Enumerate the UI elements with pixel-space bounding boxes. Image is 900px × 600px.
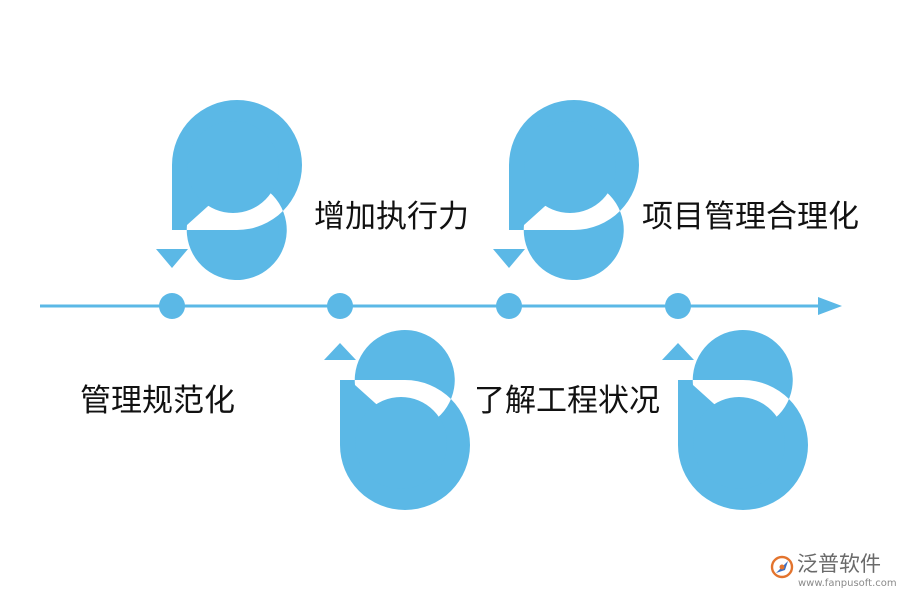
p-arrow-down-icon	[156, 100, 302, 280]
step-label: 项目管理合理化	[642, 199, 859, 235]
timeline-arrowhead	[818, 297, 842, 315]
watermark-logo: 泛普软件 www.fanpusoft.com	[768, 552, 897, 593]
b-arrow-up-icon	[662, 330, 808, 510]
step-label: 管理规范化	[80, 383, 235, 419]
timeline-node	[665, 293, 691, 319]
p-arrow-down-icon	[493, 100, 639, 280]
step-label: 了解工程状况	[474, 383, 660, 419]
logo-icon	[770, 555, 794, 579]
timeline-node	[496, 293, 522, 319]
b-arrow-up-icon	[324, 330, 470, 510]
timeline-node	[159, 293, 185, 319]
watermark-brand: 泛普软件	[797, 552, 881, 576]
watermark-url: www.fanpusoft.com	[798, 578, 897, 589]
timeline-node	[327, 293, 353, 319]
step-label: 增加执行力	[314, 199, 469, 235]
